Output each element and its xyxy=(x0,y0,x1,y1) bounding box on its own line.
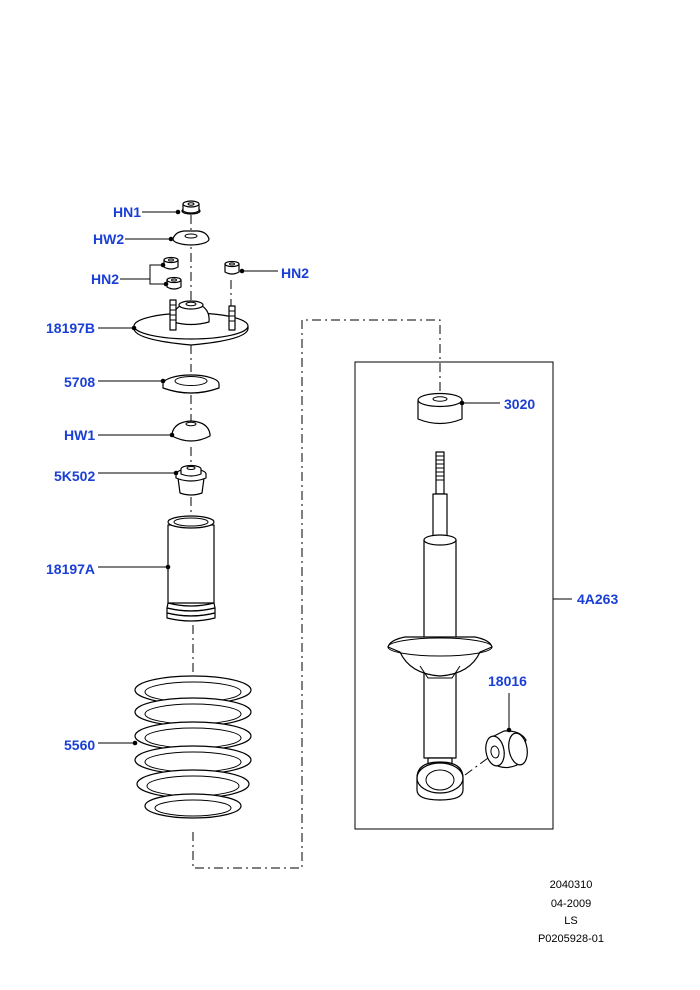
dust-boot-18197a xyxy=(166,515,216,622)
hn2-nut-right xyxy=(224,260,240,275)
label-hw1: HW1 xyxy=(64,427,95,443)
label-hw2: HW2 xyxy=(93,231,124,247)
bushing-18016 xyxy=(464,730,528,776)
label-4a263: 4A263 xyxy=(577,591,618,607)
label-5k502: 5K502 xyxy=(54,468,95,484)
hn2-nut-upper xyxy=(163,256,179,270)
top-mount-18197b xyxy=(133,299,249,346)
hn2-nut-lower xyxy=(166,276,182,290)
bump-stop-5k502 xyxy=(175,464,207,496)
label-hn1: HN1 xyxy=(113,204,141,220)
label-hn2-left: HN2 xyxy=(91,271,119,287)
leader-lines xyxy=(98,209,572,746)
ref-line-2: 04-2009 xyxy=(550,898,592,910)
label-5708: 5708 xyxy=(64,374,95,390)
shock-absorber xyxy=(387,451,493,801)
ref-line-3: LS xyxy=(564,915,578,927)
hn1-nut xyxy=(181,200,201,215)
shock-absorber-box xyxy=(354,361,554,830)
coil-spring-5560 xyxy=(134,675,252,819)
hw2-washer xyxy=(172,230,210,246)
ref-line-4: P0205928-01 xyxy=(537,933,605,945)
label-hn2-right: HN2 xyxy=(281,265,309,281)
label-18197b: 18197B xyxy=(46,320,95,336)
spring-seat-5708 xyxy=(162,374,220,394)
hw1-washer xyxy=(171,420,211,442)
top-insulator-3020 xyxy=(417,392,463,425)
connector-dash-line xyxy=(192,319,441,869)
label-18016: 18016 xyxy=(488,673,527,689)
label-5560: 5560 xyxy=(64,737,95,753)
ref-line-1: 2040310 xyxy=(549,879,593,891)
label-18197a: 18197A xyxy=(46,561,95,577)
label-3020: 3020 xyxy=(504,396,535,412)
